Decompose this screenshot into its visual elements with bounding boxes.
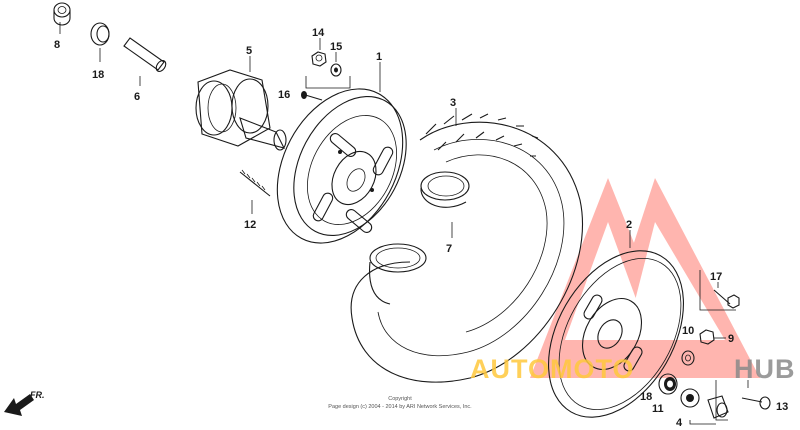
callout-part-18-lower: 18 — [640, 391, 652, 403]
part-2-wheel-half — [548, 230, 684, 418]
part-15-washer — [330, 52, 342, 77]
part-10-washer — [681, 350, 695, 366]
part-14-nut — [311, 38, 327, 67]
part-6-sleeve — [123, 37, 167, 86]
callout-part-8: 8 — [54, 39, 60, 51]
part-13-bolt — [741, 396, 771, 410]
callout-part-12: 12 — [244, 219, 256, 231]
part-8-nut — [53, 2, 71, 34]
part-3-tire — [350, 108, 584, 383]
watermark-text: AUTOMOTO HUB — [470, 354, 796, 384]
copyright-line-2: Page design (c) 2004 - 2014 by ARI Netwo… — [328, 404, 472, 410]
copyright-line-1: Copyright — [388, 396, 412, 402]
part-4-spacer — [707, 395, 729, 419]
callout-part-2: 2 — [626, 219, 632, 231]
callout-part-18: 18 — [92, 69, 104, 81]
callout-part-11: 11 — [652, 403, 664, 415]
callout-part-14: 14 — [312, 27, 325, 39]
callout-part-5: 5 — [246, 45, 252, 57]
callout-part-9: 9 — [728, 333, 734, 345]
callout-part-3: 3 — [450, 97, 456, 109]
part-7-tube — [368, 171, 470, 305]
part-17-bolt — [713, 282, 740, 309]
callout-labels: 8 18 6 5 14 15 16 1 3 12 7 2 17 10 9 18 … — [54, 27, 788, 429]
callout-part-4: 4 — [676, 417, 683, 429]
watermark-text-right: HUB — [734, 354, 796, 384]
part-18-bearing-lower — [658, 373, 678, 395]
callout-part-6: 6 — [134, 91, 140, 103]
callout-part-17: 17 — [710, 271, 722, 283]
callout-part-7: 7 — [446, 243, 452, 255]
callout-part-16: 16 — [278, 89, 290, 101]
front-direction-arrow: FR. — [4, 390, 45, 416]
part-11-nut — [680, 388, 700, 408]
part-5-hub — [195, 56, 287, 151]
part-18-bearing — [90, 22, 110, 62]
direction-marker-text: FR. — [30, 390, 45, 400]
watermark-logo — [530, 178, 760, 378]
copyright-notice: Copyright Page design (c) 2004 - 2014 by… — [328, 396, 472, 410]
callout-part-13: 13 — [776, 401, 788, 413]
callout-part-10: 10 — [682, 325, 694, 337]
part-12-stud — [239, 169, 271, 214]
callout-part-1: 1 — [376, 51, 382, 63]
part-16-bolt — [301, 91, 323, 101]
watermark-text-left: AUTOMOTO — [470, 354, 635, 384]
part-9-nut — [699, 329, 726, 345]
callout-part-15: 15 — [330, 41, 342, 53]
part-1-wheel-half — [276, 62, 407, 244]
